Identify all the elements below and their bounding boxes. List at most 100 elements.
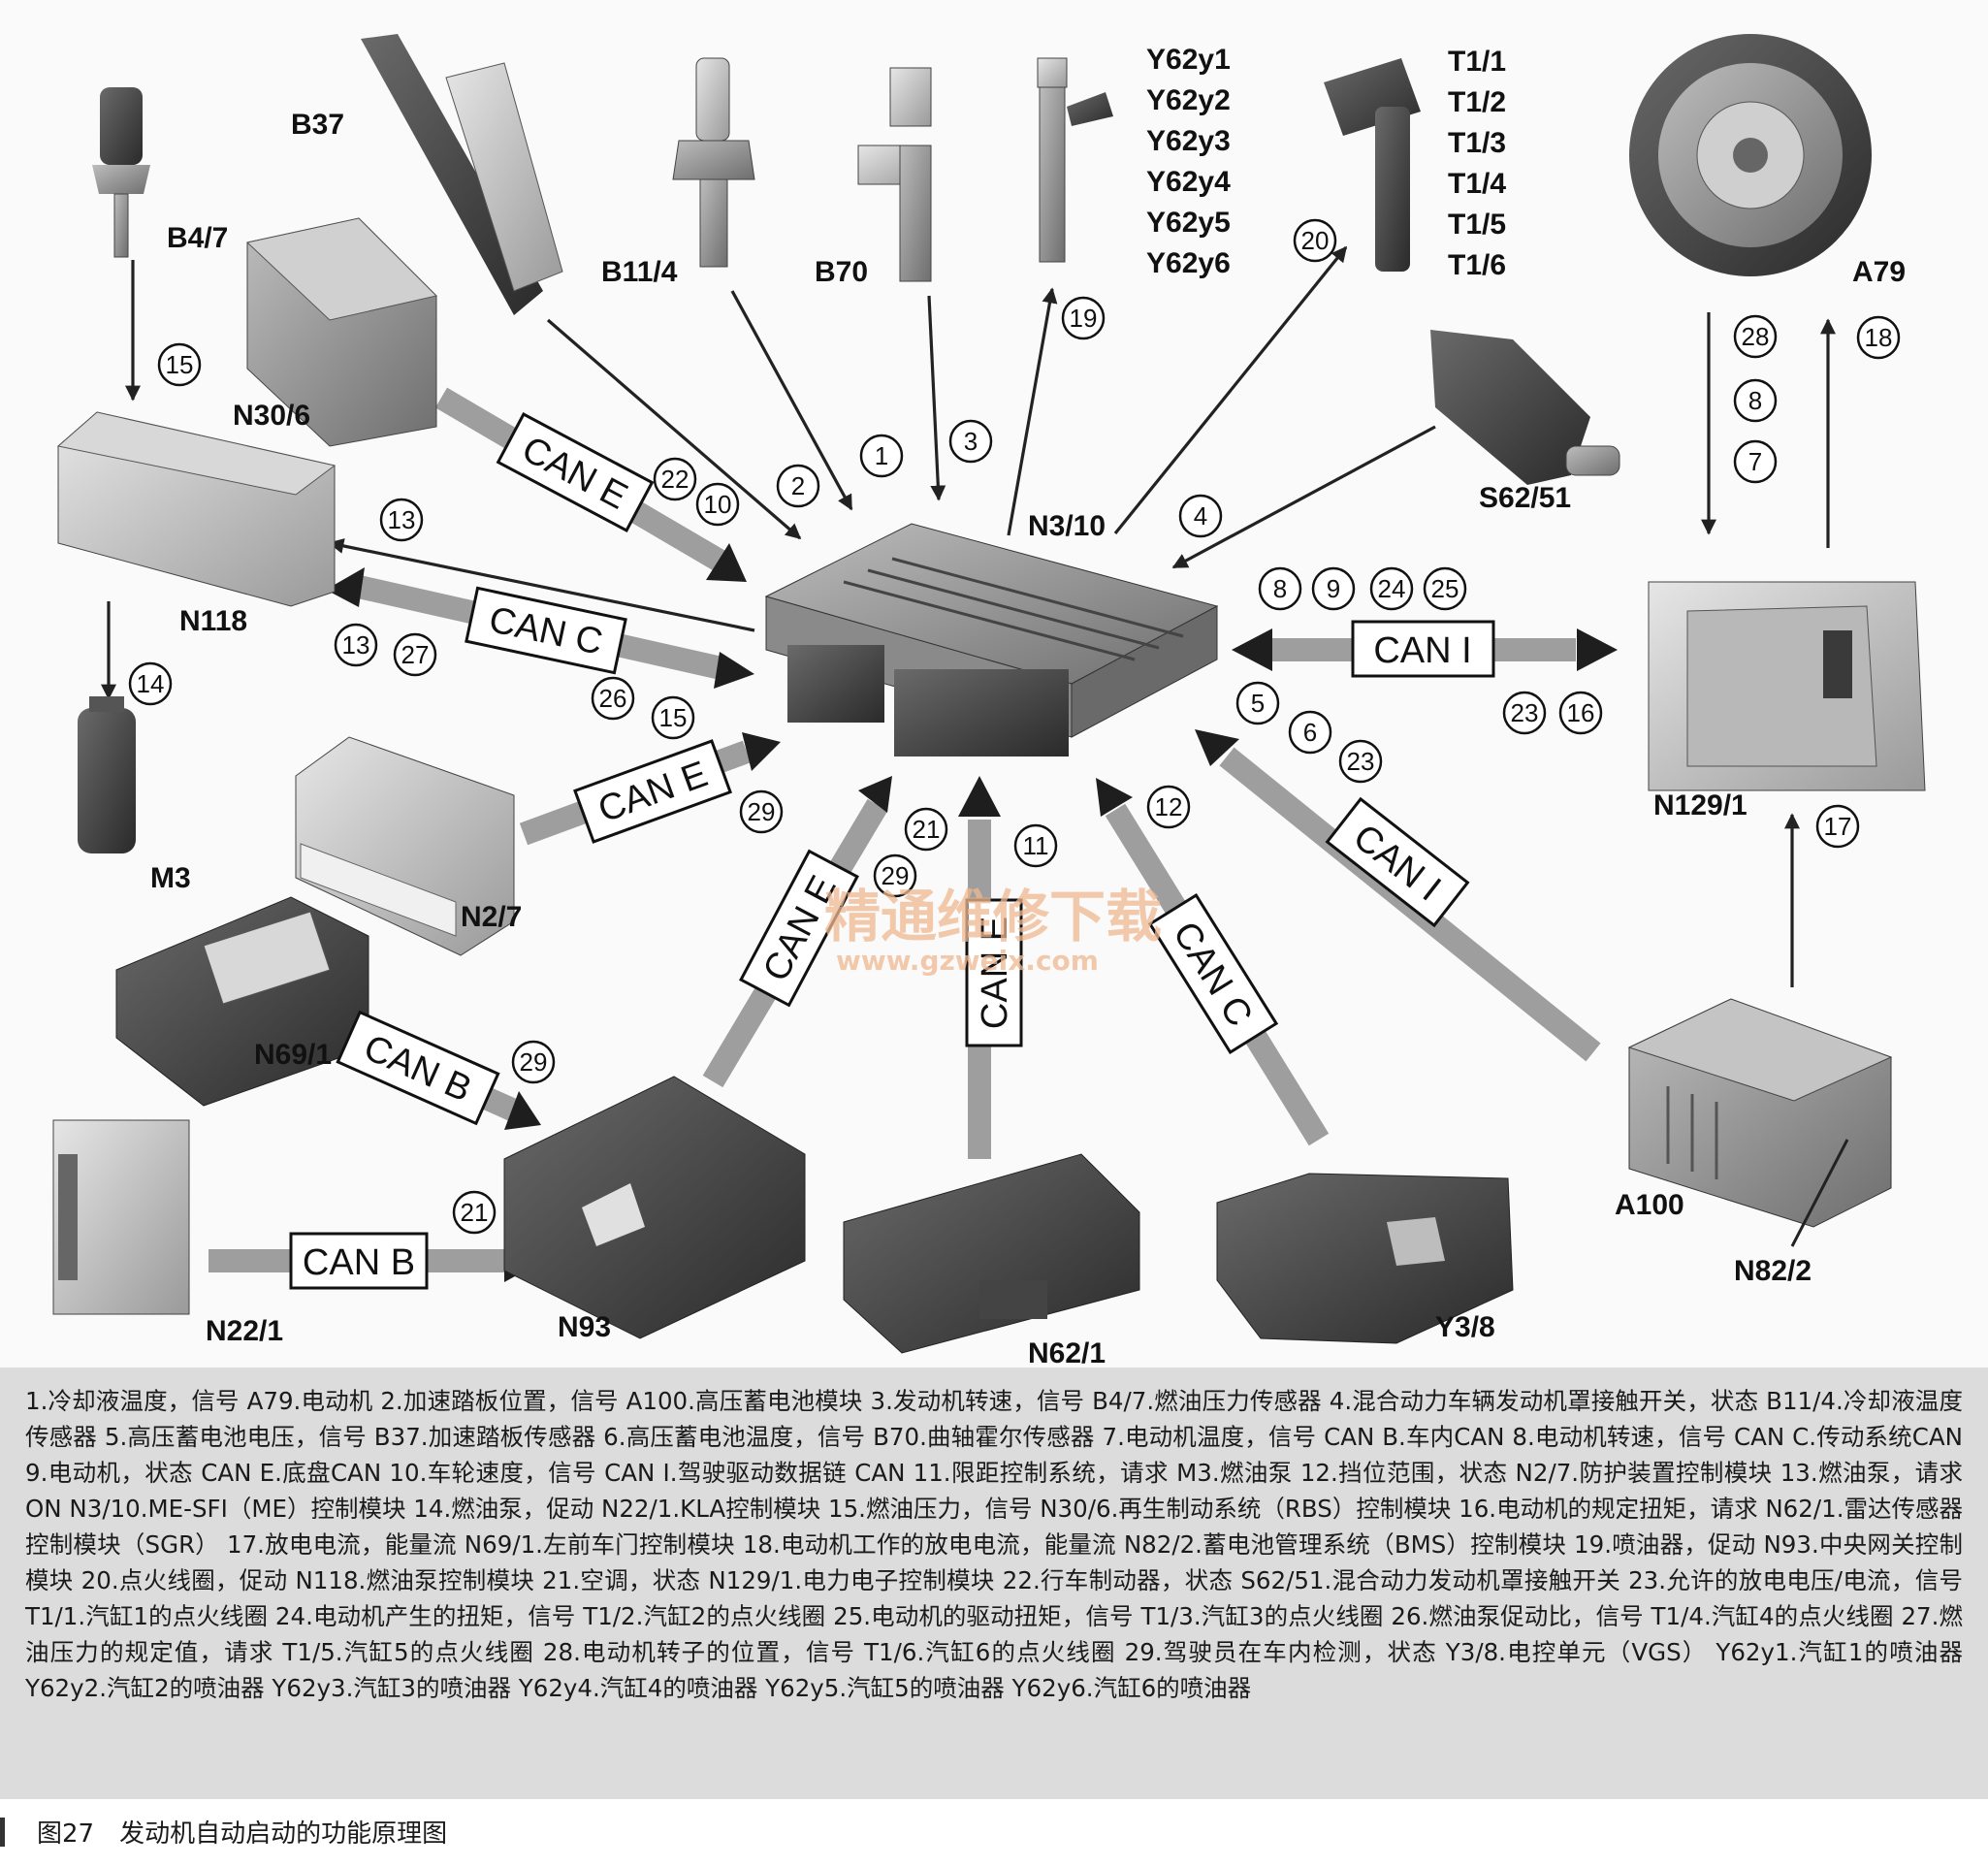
transmission-control-unit-icon (1216, 1173, 1514, 1344)
label-t1-1: T1/1 (1448, 46, 1506, 78)
component-labels: B4/7 B37 N30/6 B11/4 B70 Y62y1 Y62y2 Y62… (150, 44, 1906, 1368)
badge-23: 23 (1502, 691, 1547, 735)
label-t1-6: T1/6 (1448, 249, 1506, 281)
badge-23-b: 23 (1338, 739, 1383, 784)
coolant-temperature-sensor-icon (672, 57, 755, 268)
label-y62y6: Y62y6 (1146, 247, 1231, 279)
badge-10: 10 (695, 482, 740, 527)
label-b4-7: B4/7 (167, 222, 228, 254)
badge-7: 7 (1733, 439, 1778, 484)
badge-19: 19 (1061, 296, 1106, 340)
kla-control-module-icon (52, 1119, 190, 1315)
badge-20: 20 (1293, 218, 1337, 263)
svg-text:26: 26 (599, 684, 627, 713)
svg-text:19: 19 (1070, 304, 1098, 333)
svg-text:3: 3 (964, 427, 978, 456)
can-b-box-2: CAN B (289, 1232, 429, 1290)
badge-27: 27 (393, 632, 437, 677)
svg-text:29: 29 (748, 797, 776, 826)
badge-9: 9 (1311, 566, 1356, 611)
label-t1-4: T1/4 (1448, 168, 1506, 200)
svg-text:27: 27 (401, 640, 430, 669)
svg-text:13: 13 (388, 505, 416, 534)
can-c-box-1: CAN C (465, 586, 627, 675)
badge-8-b: 8 (1258, 566, 1302, 611)
badge-22: 22 (653, 457, 697, 501)
badge-15-b: 15 (651, 695, 695, 740)
badge-2: 2 (776, 464, 820, 508)
can-b-box-1: CAN B (336, 1010, 500, 1126)
badge-8: 8 (1733, 378, 1778, 423)
label-y3-8: Y3/8 (1435, 1311, 1495, 1343)
label-n3-10: N3/10 (1028, 510, 1106, 542)
badge-26: 26 (591, 676, 635, 721)
svg-text:8: 8 (1273, 574, 1287, 603)
hv-battery-module-icon (1627, 998, 1893, 1228)
badge-28: 28 (1733, 314, 1778, 359)
svg-text:CAN E: CAN E (975, 917, 1015, 1029)
central-gateway-module-icon (503, 1076, 806, 1339)
label-y62y1: Y62y1 (1146, 44, 1231, 76)
badge-17: 17 (1815, 804, 1860, 849)
label-t1-2: T1/2 (1448, 86, 1506, 118)
badge-29-c: 29 (511, 1040, 556, 1084)
label-b70: B70 (815, 256, 868, 288)
label-n93: N93 (558, 1311, 611, 1343)
svg-text:4: 4 (1194, 501, 1207, 531)
can-i-box-1: CAN I (1351, 620, 1495, 678)
svg-text:29: 29 (882, 861, 910, 890)
can-e-box-4: CAN E (965, 898, 1023, 1047)
label-b37: B37 (291, 109, 344, 141)
badge-29-b: 29 (873, 853, 917, 898)
svg-text:22: 22 (661, 465, 689, 494)
figure-caption: 图27 发动机自动启动的功能原理图 (0, 1804, 1988, 1862)
svg-text:23: 23 (1347, 747, 1375, 776)
badge-15: 15 (157, 342, 202, 387)
radar-sensor-module-icon (843, 1153, 1140, 1354)
svg-text:23: 23 (1511, 698, 1539, 727)
svg-text:29: 29 (520, 1047, 548, 1077)
number-badges: 15 22 10 2 1 3 19 20 28 8 7 18 4 13 13 2… (128, 218, 1901, 1235)
badge-14: 14 (128, 661, 173, 706)
svg-text:CAN I: CAN I (1373, 630, 1471, 671)
svg-text:7: 7 (1748, 447, 1762, 476)
label-n62-1: N62/1 (1028, 1337, 1106, 1368)
label-a79: A79 (1852, 256, 1906, 288)
svg-text:18: 18 (1865, 323, 1893, 352)
svg-text:9: 9 (1327, 574, 1340, 603)
svg-text:28: 28 (1742, 322, 1770, 351)
signal-arrows (101, 245, 1836, 987)
bms-pointer-line (1790, 1139, 1849, 1247)
svg-text:16: 16 (1567, 698, 1595, 727)
badge-13: 13 (379, 498, 424, 542)
accelerator-pedal-icon (361, 34, 563, 315)
label-a100: A100 (1615, 1189, 1684, 1221)
label-y62y4: Y62y4 (1146, 166, 1231, 198)
protection-module-icon (295, 736, 515, 956)
badge-21-b: 21 (452, 1190, 497, 1235)
badge-3: 3 (948, 419, 993, 464)
caption-marker (0, 1818, 5, 1847)
fuel-pump-control-module-icon (56, 411, 337, 607)
watermark: 精通维修下载 www.gzweix.com (824, 884, 1162, 977)
svg-text:25: 25 (1431, 574, 1459, 603)
svg-text:6: 6 (1303, 718, 1317, 747)
badge-24: 24 (1369, 566, 1414, 611)
me-sfi-control-module-icon (764, 523, 1219, 756)
label-n82-2: N82/2 (1734, 1255, 1812, 1287)
svg-text:21: 21 (913, 815, 941, 844)
svg-text:17: 17 (1824, 812, 1852, 841)
label-b11-4: B11/4 (601, 256, 678, 288)
badge-1: 1 (859, 434, 904, 478)
label-n30-6: N30/6 (233, 400, 310, 432)
can-bus-arrowheads (326, 543, 1618, 1282)
legend-text: 1.冷却液温度，信号 A79.电动机 2.加速踏板位置，信号 A100.高压蓄电… (25, 1387, 1963, 1702)
legend-panel: 1.冷却液温度，信号 A79.电动机 2.加速踏板位置，信号 A100.高压蓄电… (0, 1368, 1988, 1799)
svg-text:1: 1 (875, 441, 888, 470)
fuel-pressure-sensor-icon (92, 87, 150, 258)
svg-text:8: 8 (1748, 386, 1762, 415)
svg-text:12: 12 (1155, 792, 1183, 821)
label-n2-7: N2/7 (461, 901, 522, 933)
diagram-canvas: CAN E CAN C CAN E CAN I CAN I CAN B CAN … (52, 34, 1926, 1368)
can-e-box-1: CAN E (496, 412, 655, 532)
